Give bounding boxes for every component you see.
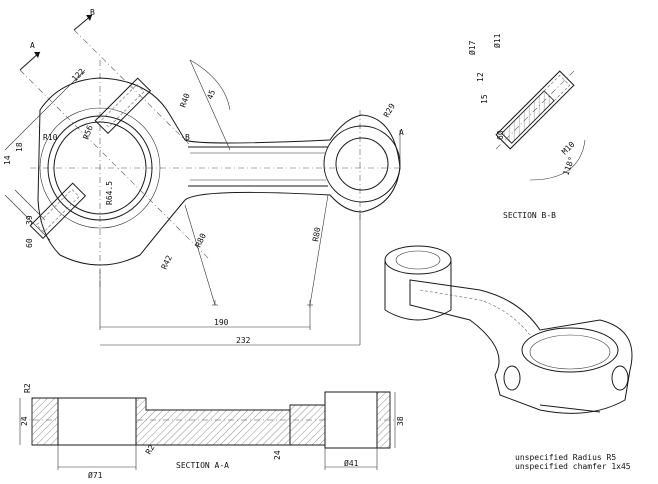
section-bb-caption: SECTION B-B <box>503 211 556 220</box>
dim-60: 60 <box>25 238 34 248</box>
big-end-outline <box>37 77 401 266</box>
r40-leader <box>189 59 231 151</box>
dim-60-bb: 60 <box>496 130 505 140</box>
dim-r80-left: R80 <box>194 232 208 249</box>
angle-45-arc <box>189 59 231 111</box>
dim-24-left: 24 <box>20 416 29 426</box>
section-aa-small-end-left <box>289 404 326 446</box>
iso-bolt-left <box>503 365 521 391</box>
dim-r2-bottom: R2 <box>144 443 157 456</box>
isometric-view <box>384 245 633 414</box>
bolt-section <box>495 70 575 150</box>
note-chamfer: unspecified chamfer 1x45 <box>515 462 631 471</box>
dim-d71: Ø71 <box>88 470 103 480</box>
r80b-leader <box>309 194 329 306</box>
dim-r40: R40 <box>178 92 191 109</box>
section-aa-big-bore <box>57 397 137 446</box>
dim-38: 38 <box>396 416 405 426</box>
dim-14: 14 <box>3 155 12 165</box>
dim-d41: Ø41 <box>344 458 359 468</box>
iso-big-end-rim <box>521 327 619 373</box>
section-aa-left-wall <box>31 397 59 446</box>
dim-15: 15 <box>480 94 489 104</box>
big-end-boss-ring <box>39 107 161 229</box>
section-aa-small-bore <box>324 391 378 449</box>
dim-60-line <box>4 194 51 241</box>
dim-39: 39 <box>25 215 34 225</box>
dim-122-line <box>4 69 86 151</box>
iso-small-end-top <box>384 245 452 275</box>
iso-small-end-bottom <box>384 309 452 321</box>
upper-bolt-slot <box>94 77 152 135</box>
dim-24-mid: 24 <box>273 450 282 460</box>
dim-r42: R42 <box>160 254 174 271</box>
dim-39-line <box>14 189 46 221</box>
section-aa-shank <box>135 397 291 446</box>
dim-18: 18 <box>15 142 24 152</box>
angle-118-arc <box>529 139 586 181</box>
small-end-inner <box>335 137 389 191</box>
top-view: A B B A 122 R40 45 R29 R10 R56 14 18 R64… <box>3 8 404 346</box>
big-end-bore-inner <box>53 121 147 215</box>
dim-r64-5: R64.5 <box>105 181 114 205</box>
dim-118: 118° <box>561 156 576 177</box>
section-line-b-diagonal <box>73 29 191 146</box>
dim-190: 190 <box>214 318 229 327</box>
small-end-outer <box>323 125 401 203</box>
dim-d17: Ø17 <box>467 40 477 55</box>
section-line-a-diagonal <box>19 69 211 261</box>
r80-leader <box>184 204 216 306</box>
note-radius: unspecified Radius R5 <box>515 453 616 462</box>
section-mark-a-top: A <box>30 41 35 50</box>
section-bb: Ø17 Ø11 12 15 60 M10 118° SECTION B-B <box>467 33 586 220</box>
dim-r56: R56 <box>81 124 94 141</box>
iso-body-outline <box>409 279 633 414</box>
section-a-arrow-head <box>34 52 40 58</box>
section-b-arrow-head <box>86 15 92 21</box>
iso-small-end-bore <box>395 250 441 270</box>
iso-hidden-edge <box>419 289 531 336</box>
dim-232: 232 <box>236 336 251 345</box>
section-aa: R2 24 R2 Ø71 24 Ø41 38 SECTION A-A <box>19 383 410 480</box>
dim-m10: M10 <box>560 140 577 157</box>
section-aa-right-wall <box>376 391 391 449</box>
iso-big-end-bore <box>529 334 611 370</box>
dim-r80-right: R80 <box>311 226 322 242</box>
dim-122: 122 <box>70 67 87 84</box>
dim-12: 12 <box>476 72 485 82</box>
section-mark-b-mid: B <box>185 133 190 142</box>
dim-d11: Ø11 <box>492 33 502 48</box>
dim-r2-top: R2 <box>23 383 32 393</box>
dim-angle-45: 45 <box>205 88 217 100</box>
iso-bolt-right <box>611 365 629 391</box>
section-mark-b-top: B <box>90 8 95 17</box>
section-aa-caption: SECTION A-A <box>176 461 229 470</box>
dim-r10: R10 <box>43 133 58 142</box>
dim-r29: R29 <box>382 102 397 119</box>
section-mark-a-right: A <box>399 128 404 137</box>
